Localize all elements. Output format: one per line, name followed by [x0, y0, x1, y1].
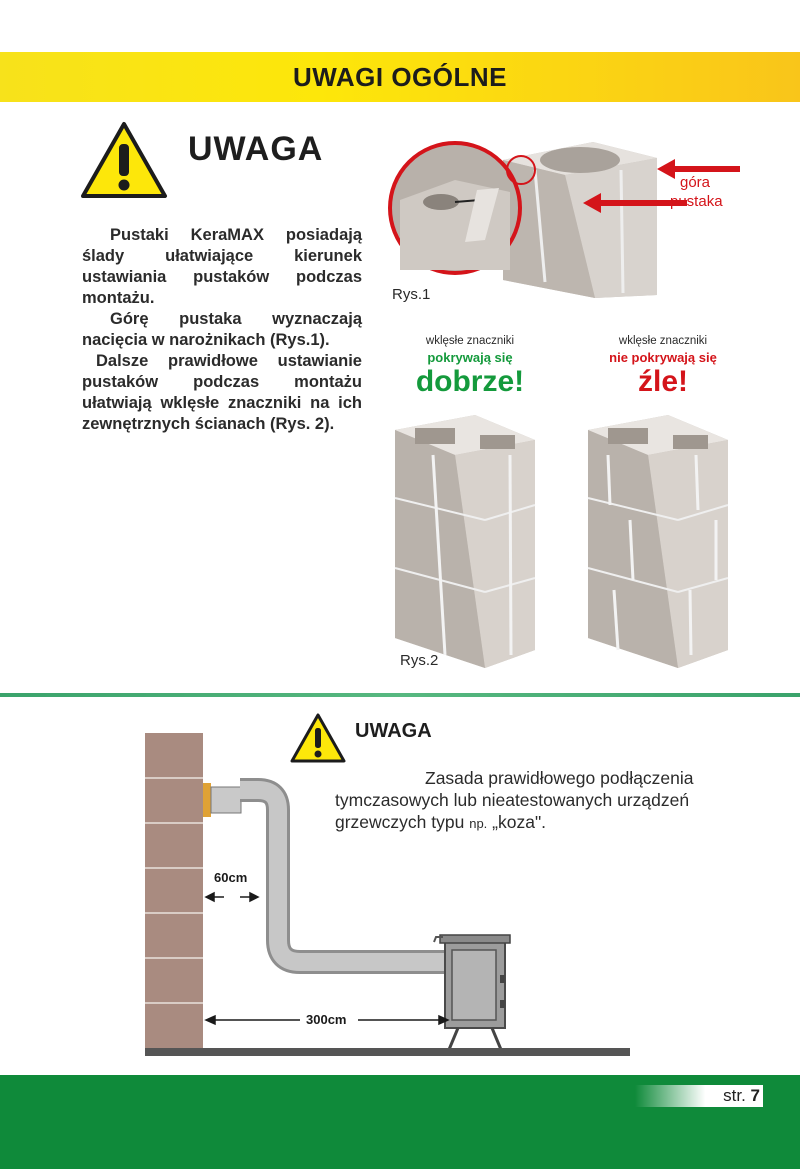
description-line-3: grzewczych typu np. „koza". [335, 811, 715, 835]
paragraph-2: Górę pustaka wyznaczają nacięcia w naroż… [82, 310, 362, 349]
warning-body: Pustaki KeraMAX posiadają ślady ułatwiaj… [82, 225, 362, 435]
warning-icon-small [290, 713, 346, 763]
page-number-tab [635, 1085, 763, 1107]
section2-description: Zasada prawidłowego podłączenia tymczaso… [335, 767, 715, 835]
page-title: UWAGI OGÓLNE [293, 62, 507, 92]
page-number: str. 7 [700, 1085, 760, 1107]
description-line-2: tymczasowych lub nieatestowanych urządze… [335, 790, 690, 810]
arrow-label-top-1: góra [680, 174, 711, 191]
good-note-line2: pokrywają się [427, 350, 513, 365]
description-line-1: Zasada prawidłowego podłączenia [425, 768, 694, 788]
dimension-60cm: 60cm [214, 870, 248, 885]
bad-note-line1: wklęsłe znaczniki [618, 335, 708, 347]
header-bar [0, 52, 800, 102]
stove-connection-diagram [145, 733, 630, 1056]
section-divider [0, 693, 800, 697]
figure-1-block-illustration [388, 141, 740, 298]
page-prefix: str. [723, 1086, 746, 1105]
dimension-300cm: 300cm [306, 1012, 347, 1027]
paragraph-1: Pustaki KeraMAX posiadają ślady ułatwiaj… [82, 226, 362, 307]
bad-note-line2: nie pokrywają się [609, 350, 717, 365]
bad-stack-illustration [587, 415, 729, 668]
bad-verdict: źle! [637, 365, 688, 398]
warning-icon [81, 122, 167, 198]
paragraph-3: Dalsze prawidłowe ustawianie pustaków po… [82, 352, 362, 433]
description-line-3a: grzewczych typu [335, 812, 470, 832]
figure-2-caption: Rys.2 [400, 652, 439, 669]
page-number-value: 7 [750, 1086, 760, 1105]
good-verdict: dobrze! [415, 365, 525, 398]
good-note-line1: wklęsłe znaczniki [425, 335, 515, 347]
good-stack-illustration [394, 415, 536, 668]
section2-title: UWAGA [355, 720, 432, 742]
warning-title: UWAGA [188, 130, 324, 168]
description-line-3c: „koza". [487, 812, 547, 832]
arrow-label-top-2: pustaka [670, 193, 723, 210]
figure-1-caption: Rys.1 [392, 286, 431, 303]
description-abbrev: np. [469, 816, 488, 831]
